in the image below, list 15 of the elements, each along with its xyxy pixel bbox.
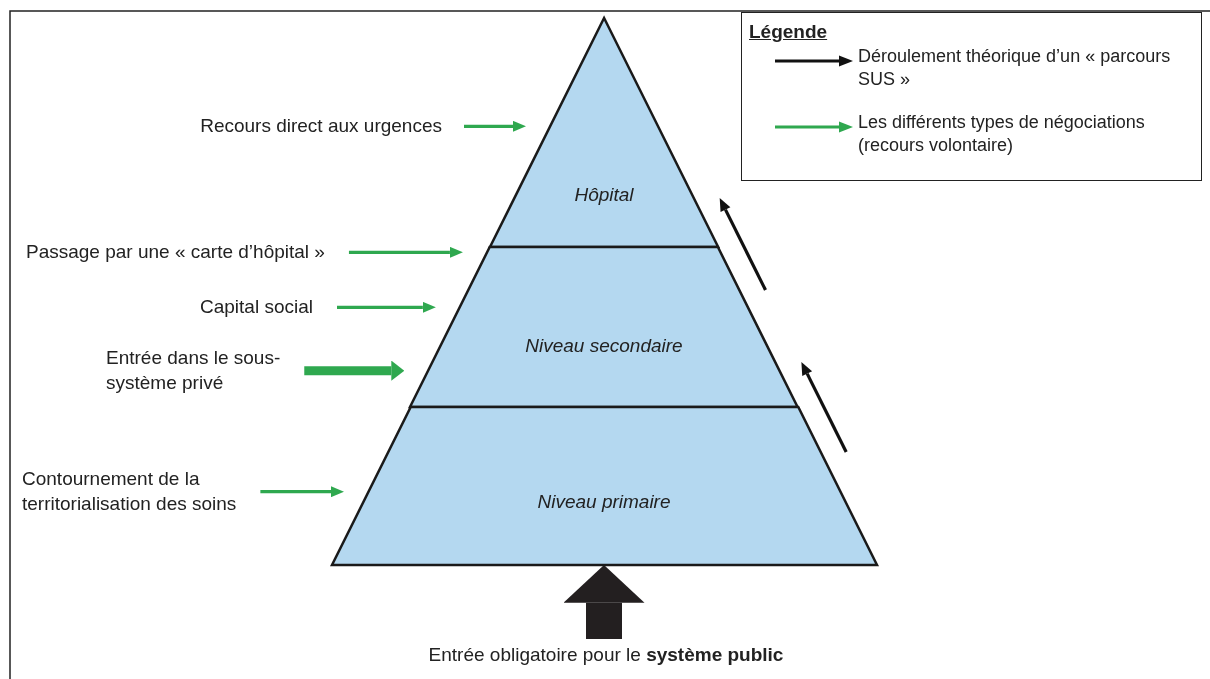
entry-label: Entrée obligatoire pour le système public xyxy=(427,643,785,668)
negotiation-label: Recours direct aux urgences xyxy=(198,114,442,139)
legend-text: Les différents types de négociations (recours volontaire) xyxy=(858,111,1146,158)
legend-text: Déroulement théorique d’un « parcours SUS » xyxy=(858,45,1172,92)
negotiation-label: Passage par une « carte d’hôpital » xyxy=(26,240,327,265)
negotiation-label: Entrée dans le sous-système privé xyxy=(106,346,283,396)
tier-label: Niveau primaire xyxy=(536,491,672,513)
negotiation-label: Capital social xyxy=(200,295,315,320)
pyramid-tier xyxy=(410,247,798,407)
legend-title: Légende xyxy=(749,21,828,43)
tier-label: Niveau secondaire xyxy=(524,335,684,357)
negotiation-label: Contournement de la territorialisation des soins xyxy=(22,467,239,517)
pyramid-tier xyxy=(489,18,719,247)
tier-label: Hôpital xyxy=(573,184,635,206)
pyramid-tier xyxy=(331,407,877,565)
